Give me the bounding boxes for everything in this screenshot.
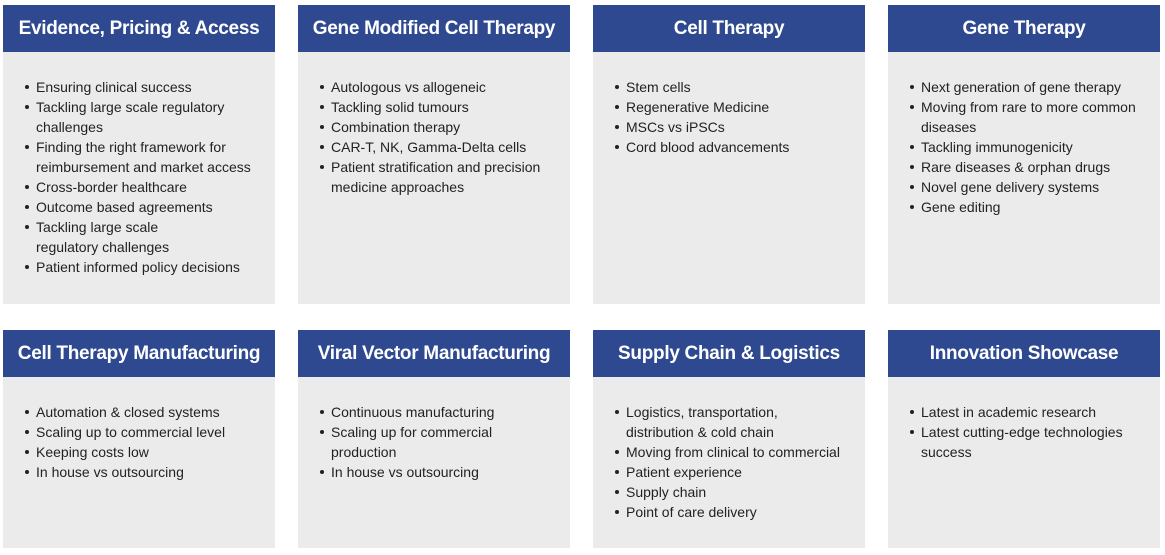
card-title: Gene Therapy	[888, 5, 1160, 52]
list-item: In house vs outsourcing	[320, 462, 558, 482]
list-item: Supply chain	[615, 482, 853, 502]
list-item: Regenerative Medicine	[615, 97, 853, 117]
list-item: MSCs vs iPSCs	[615, 117, 853, 137]
list-item: Logistics, transportation,distribution &…	[615, 402, 853, 442]
list-item: Stem cells	[615, 77, 853, 97]
list-item: Scaling up to commercial level	[25, 422, 263, 442]
list-item: Patient experience	[615, 462, 853, 482]
list-item: Cross-border healthcare	[25, 177, 263, 197]
card-title: Gene Modified Cell Therapy	[298, 5, 570, 52]
list-item: Tackling solid tumours	[320, 97, 558, 117]
list-item: Moving from rare to more common diseases	[910, 97, 1148, 137]
list-item: Cord blood advancements	[615, 137, 853, 157]
card-body: Logistics, transportation,distribution &…	[593, 377, 865, 548]
list-item: Next generation of gene therapy	[910, 77, 1148, 97]
list-item: Keeping costs low	[25, 442, 263, 462]
list-item: Point of care delivery	[615, 502, 853, 522]
list-item: Combination therapy	[320, 117, 558, 137]
list-item: Ensuring clinical success	[25, 77, 263, 97]
list-item: Novel gene delivery systems	[910, 177, 1148, 197]
topic-list: Logistics, transportation,distribution &…	[615, 402, 853, 522]
list-item: Autologous vs allogeneic	[320, 77, 558, 97]
card-title: Supply Chain & Logistics	[593, 330, 865, 377]
list-item: Latest in academic research	[910, 402, 1148, 422]
list-item: Continuous manufacturing	[320, 402, 558, 422]
list-item: Patient informed policy decisions	[25, 257, 263, 277]
card-title: Viral Vector Manufacturing	[298, 330, 570, 377]
list-item: CAR-T, NK, Gamma-Delta cells	[320, 137, 558, 157]
list-item: Moving from clinical to commercial	[615, 442, 853, 462]
list-item: Tackling immunogenicity	[910, 137, 1148, 157]
list-item: Patient stratification and precision med…	[320, 157, 558, 197]
card-title: Cell Therapy Manufacturing	[3, 330, 275, 377]
list-item: Automation & closed systems	[25, 402, 263, 422]
card-title: Evidence, Pricing & Access	[3, 5, 275, 52]
card-title: Innovation Showcase	[888, 330, 1160, 377]
list-item: In house vs outsourcing	[25, 462, 263, 482]
card-title: Cell Therapy	[593, 5, 865, 52]
list-item: Rare diseases & orphan drugs	[910, 157, 1148, 177]
list-item: Outcome based agreements	[25, 197, 263, 217]
list-item: Scaling up for commercial production	[320, 422, 558, 462]
list-item: Gene editing	[910, 197, 1148, 217]
